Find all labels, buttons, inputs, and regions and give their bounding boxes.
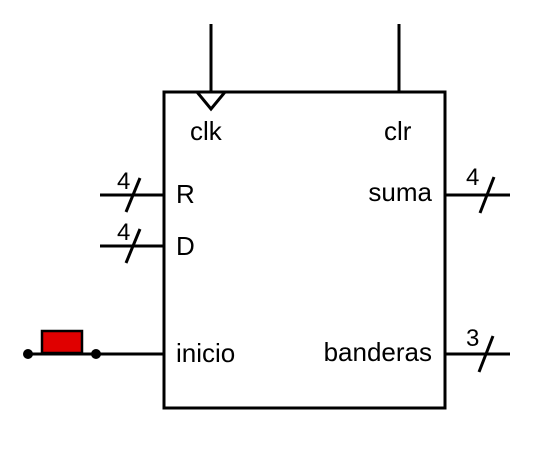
suma-bus-width: 4 [466,164,479,191]
r-label: R [176,179,195,209]
button-terminal-right [91,349,101,359]
r-bus-slash [124,177,142,213]
block-outline [162,90,447,410]
clr-label: clr [384,116,412,146]
suma-label: suma [368,177,432,207]
inicio-label: inicio [176,338,235,368]
d-bus-slash [124,228,142,264]
banderas-bus-slash [477,335,495,373]
d-bus-width: 4 [117,219,130,246]
start-push-button [40,329,84,355]
clk-label: clk [190,116,223,146]
suma-bus-slash [478,176,496,214]
clock-edge-symbol [195,91,227,112]
button-terminal-left [23,349,33,359]
banderas-label: banderas [324,337,432,367]
d-label: D [176,231,195,261]
r-bus-width: 4 [117,168,130,195]
banderas-bus-width: 3 [466,325,479,352]
